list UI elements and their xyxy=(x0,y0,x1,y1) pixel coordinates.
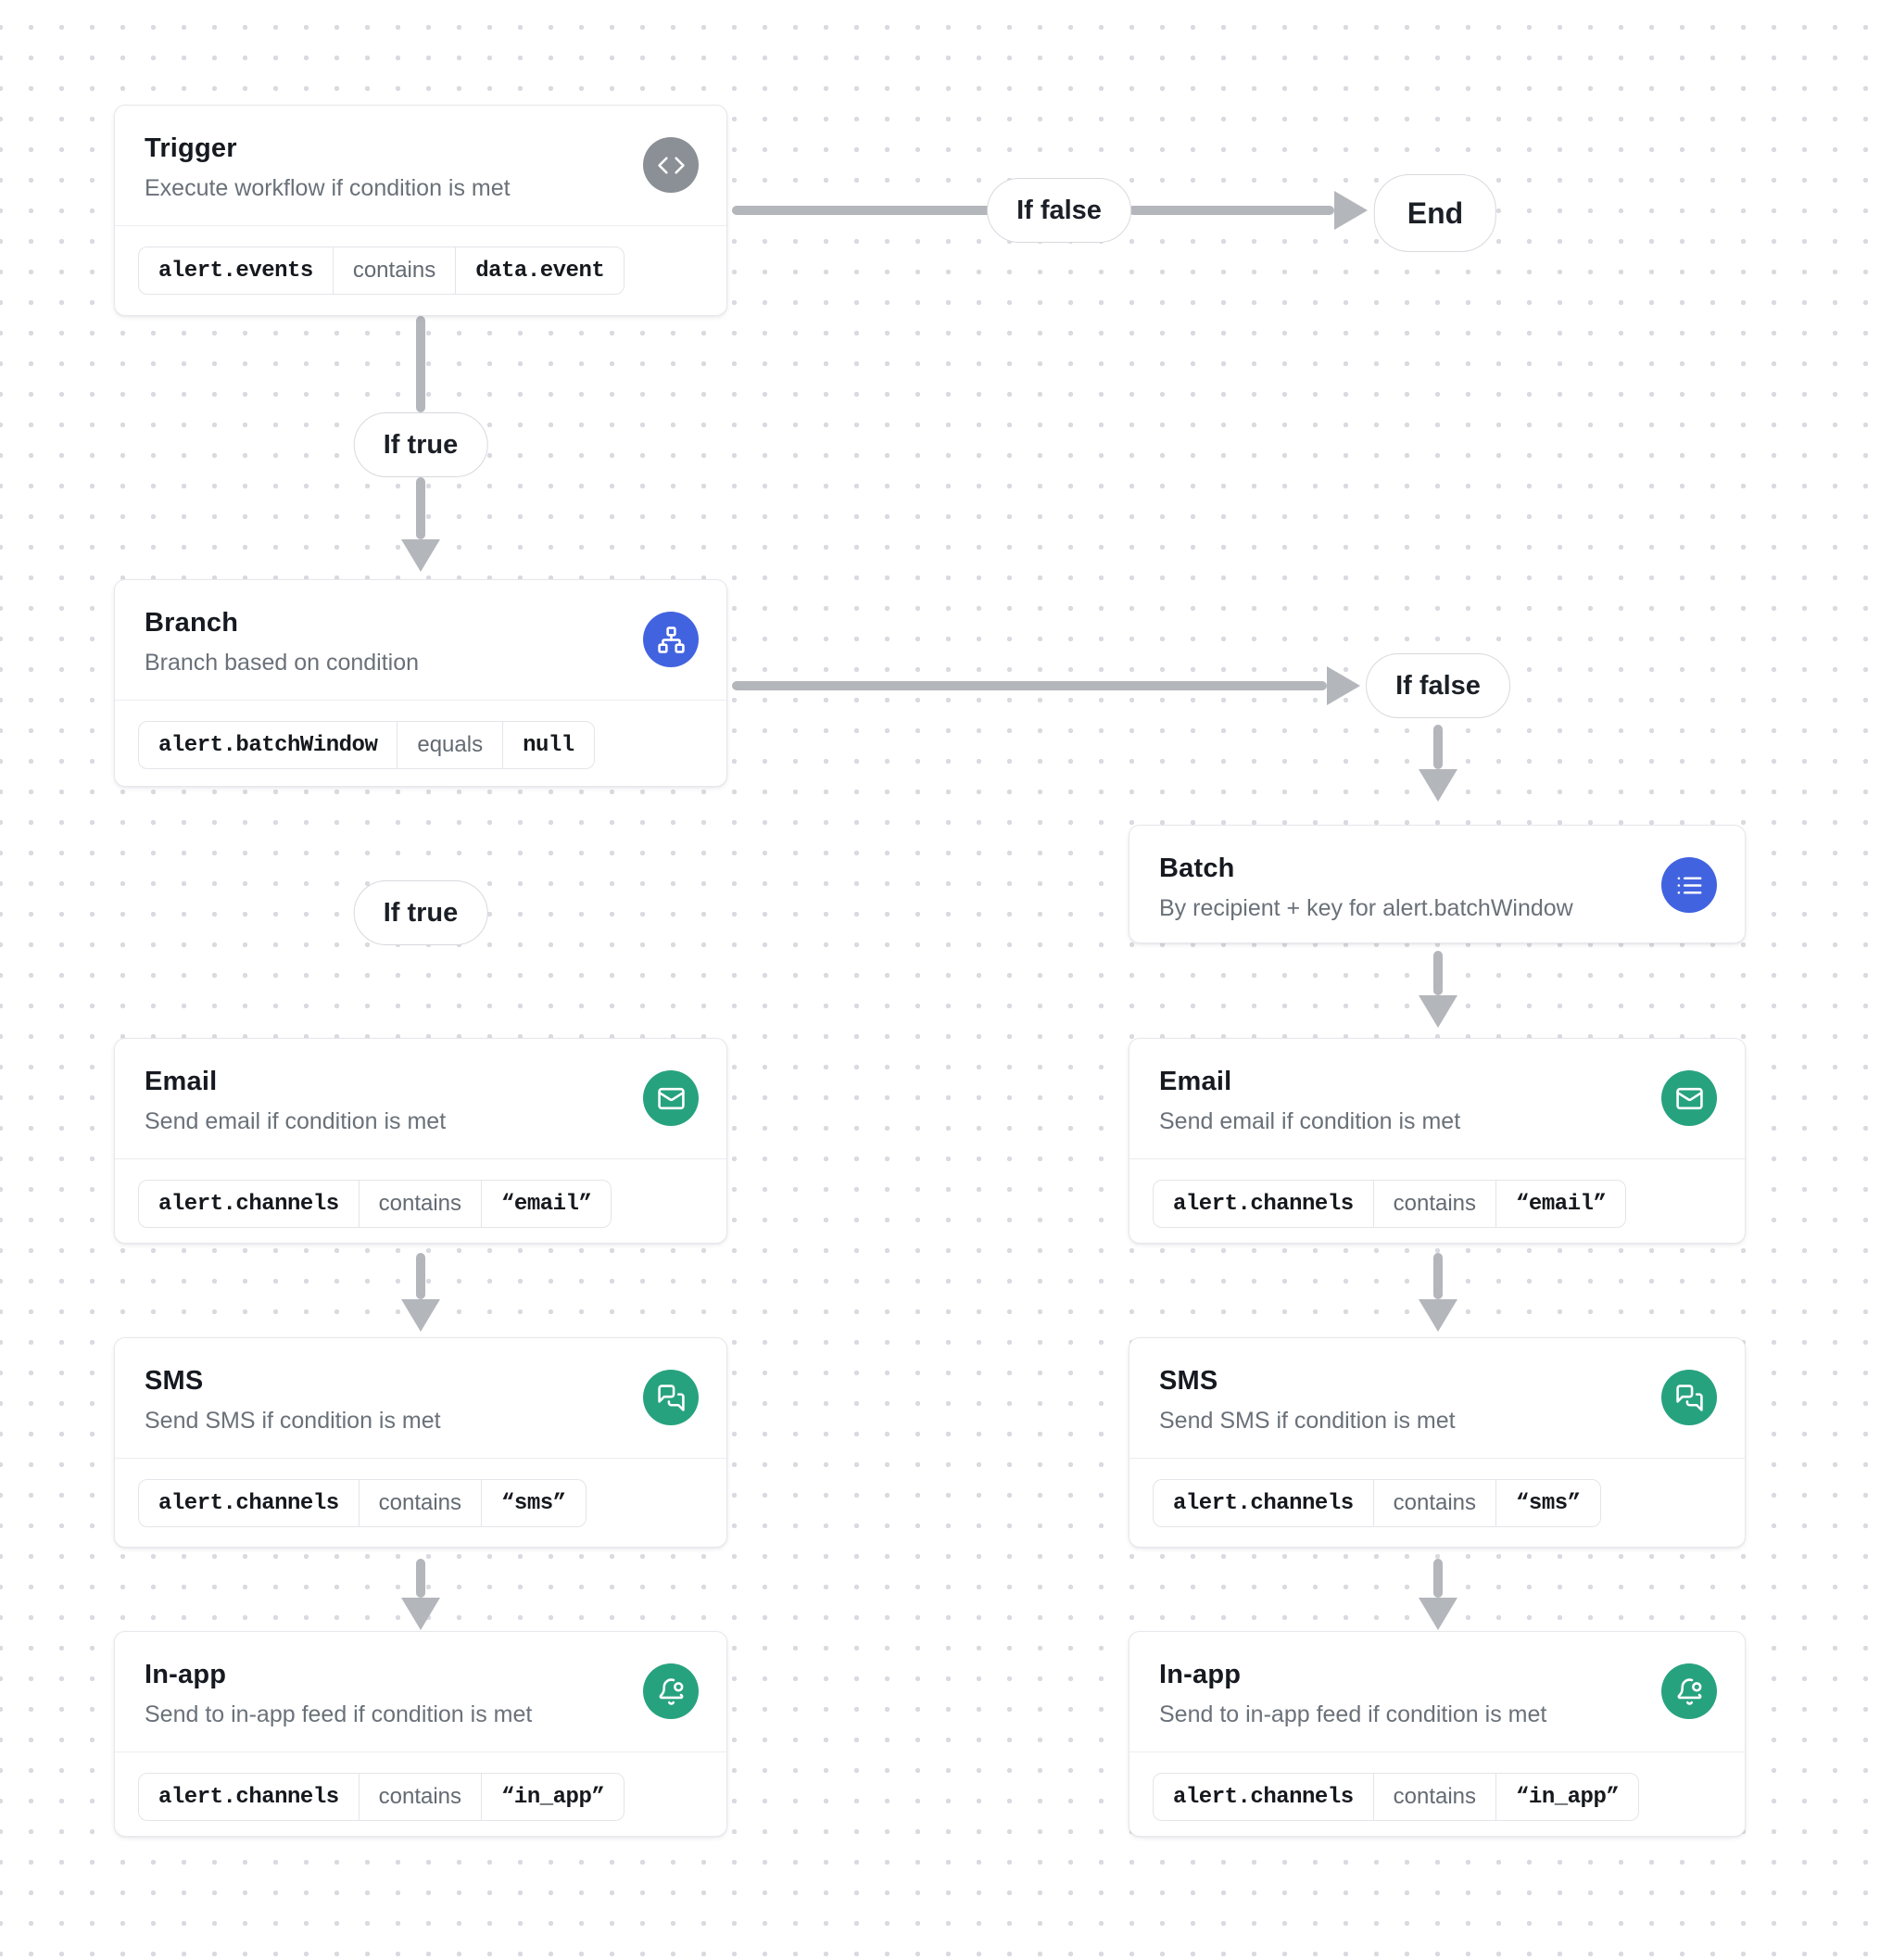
edge-trigger-to-if-true xyxy=(416,316,425,412)
bell-dot-icon xyxy=(643,1663,699,1719)
node-subtitle: Send to in-app feed if condition is met xyxy=(1159,1701,1547,1727)
condition-operator: contains xyxy=(1372,1181,1495,1227)
condition-value: null xyxy=(502,722,594,768)
condition-field: alert.events xyxy=(158,258,313,284)
condition-operator: contains xyxy=(1372,1480,1495,1526)
condition-value: “email” xyxy=(481,1181,611,1227)
condition-field: alert.channels xyxy=(1173,1191,1354,1217)
condition-pill: alert.channels contains “sms” xyxy=(1153,1479,1601,1527)
arrowhead-down-icon xyxy=(1419,1299,1457,1332)
edge-trigger-to-if-false xyxy=(732,206,993,215)
condition-field: alert.channels xyxy=(158,1191,339,1217)
arrowhead-right-icon xyxy=(1334,191,1368,230)
node-title: Branch xyxy=(145,608,239,638)
node-title: In-app xyxy=(145,1660,227,1689)
arrowhead-down-icon xyxy=(1419,1598,1457,1630)
edge-sms-to-inapp xyxy=(1433,1559,1443,1598)
condition-pill: alert.channels contains “in_app” xyxy=(1153,1773,1640,1821)
condition-field: alert.channels xyxy=(1173,1490,1354,1516)
condition-operator: contains xyxy=(358,1181,481,1227)
network-icon xyxy=(643,612,699,667)
node-sms[interactable]: SMS Send SMS if condition is met alert.c… xyxy=(1129,1337,1746,1548)
node-subtitle: Send SMS if condition is met xyxy=(1159,1408,1456,1434)
node-title: SMS xyxy=(145,1366,204,1396)
node-email[interactable]: Email Send email if condition is met ale… xyxy=(1129,1038,1746,1244)
edge-if-false-to-end xyxy=(1129,206,1334,215)
node-title: Batch xyxy=(1159,854,1235,883)
edge-if-true-to-branch xyxy=(416,477,425,539)
node-subtitle: Branch based on condition xyxy=(145,650,420,676)
condition-operator: contains xyxy=(358,1480,481,1526)
condition-value: “sms” xyxy=(481,1480,586,1526)
arrowhead-down-icon xyxy=(401,1598,440,1630)
condition-pill: alert.channels contains “email” xyxy=(138,1180,612,1228)
arrowhead-down-icon xyxy=(401,539,440,572)
code-icon xyxy=(643,137,699,193)
node-subtitle: By recipient + key for alert.batchWindow xyxy=(1159,895,1573,921)
edge-label-if-false: If false xyxy=(1366,653,1510,718)
messages-icon xyxy=(643,1370,699,1425)
arrowhead-down-icon xyxy=(1419,769,1457,802)
condition-pill: alert.batchWindow equals null xyxy=(138,721,595,769)
condition-operator: equals xyxy=(397,722,502,768)
node-title: SMS xyxy=(1159,1366,1218,1396)
node-in-app[interactable]: In-app Send to in-app feed if condition … xyxy=(114,1631,727,1837)
edge-label-if-true: If true xyxy=(353,880,488,945)
edge-branch-to-if-false xyxy=(732,681,1327,690)
condition-pill: alert.channels contains “in_app” xyxy=(138,1773,625,1821)
node-subtitle: Send email if condition is met xyxy=(145,1108,447,1134)
condition-value: data.event xyxy=(455,247,624,294)
arrowhead-right-icon xyxy=(1327,666,1360,705)
edge-batch-to-email xyxy=(1433,951,1443,995)
edge-email-to-sms xyxy=(1433,1253,1443,1299)
mail-icon xyxy=(1661,1070,1717,1126)
condition-field: alert.channels xyxy=(158,1784,339,1810)
node-title: Email xyxy=(145,1067,218,1096)
end-node[interactable]: End xyxy=(1373,174,1497,252)
node-email[interactable]: Email Send email if condition is met ale… xyxy=(114,1038,727,1244)
condition-field: alert.batchWindow xyxy=(158,732,378,758)
node-title: In-app xyxy=(1159,1660,1242,1689)
arrowhead-down-icon xyxy=(401,1299,440,1332)
node-subtitle: Send to in-app feed if condition is met xyxy=(145,1701,533,1727)
condition-value: “sms” xyxy=(1495,1480,1600,1526)
condition-value: “email” xyxy=(1495,1181,1625,1227)
node-batch[interactable]: Batch By recipient + key for alert.batch… xyxy=(1129,825,1746,943)
condition-pill: alert.events contains data.event xyxy=(138,247,625,295)
condition-value: “in_app” xyxy=(481,1774,624,1820)
edge-label-if-true: If true xyxy=(353,412,488,477)
node-title: Email xyxy=(1159,1067,1232,1096)
arrowhead-down-icon xyxy=(1419,995,1457,1028)
condition-field: alert.channels xyxy=(1173,1784,1354,1810)
node-subtitle: Send SMS if condition is met xyxy=(145,1408,441,1434)
node-in-app[interactable]: In-app Send to in-app feed if condition … xyxy=(1129,1631,1746,1837)
node-subtitle: Send email if condition is met xyxy=(1159,1108,1461,1134)
edge-email-to-sms xyxy=(416,1253,425,1299)
node-branch[interactable]: Branch Branch based on condition alert.b… xyxy=(114,579,727,787)
condition-pill: alert.channels contains “email” xyxy=(1153,1180,1627,1228)
condition-value: “in_app” xyxy=(1495,1774,1638,1820)
condition-field: alert.channels xyxy=(158,1490,339,1516)
condition-pill: alert.channels contains “sms” xyxy=(138,1479,587,1527)
node-trigger[interactable]: Trigger Execute workflow if condition is… xyxy=(114,105,727,316)
bell-dot-icon xyxy=(1661,1663,1717,1719)
condition-operator: contains xyxy=(1372,1774,1495,1820)
edge-label-if-false: If false xyxy=(987,178,1131,243)
condition-operator: contains xyxy=(358,1774,481,1820)
condition-operator: contains xyxy=(332,247,455,294)
mail-icon xyxy=(643,1070,699,1126)
edge-if-false-to-batch xyxy=(1433,725,1443,769)
edge-sms-to-inapp xyxy=(416,1559,425,1598)
node-subtitle: Execute workflow if condition is met xyxy=(145,175,511,201)
list-icon xyxy=(1661,857,1717,913)
node-sms[interactable]: SMS Send SMS if condition is met alert.c… xyxy=(114,1337,727,1548)
node-title: Trigger xyxy=(145,133,237,163)
messages-icon xyxy=(1661,1370,1717,1425)
